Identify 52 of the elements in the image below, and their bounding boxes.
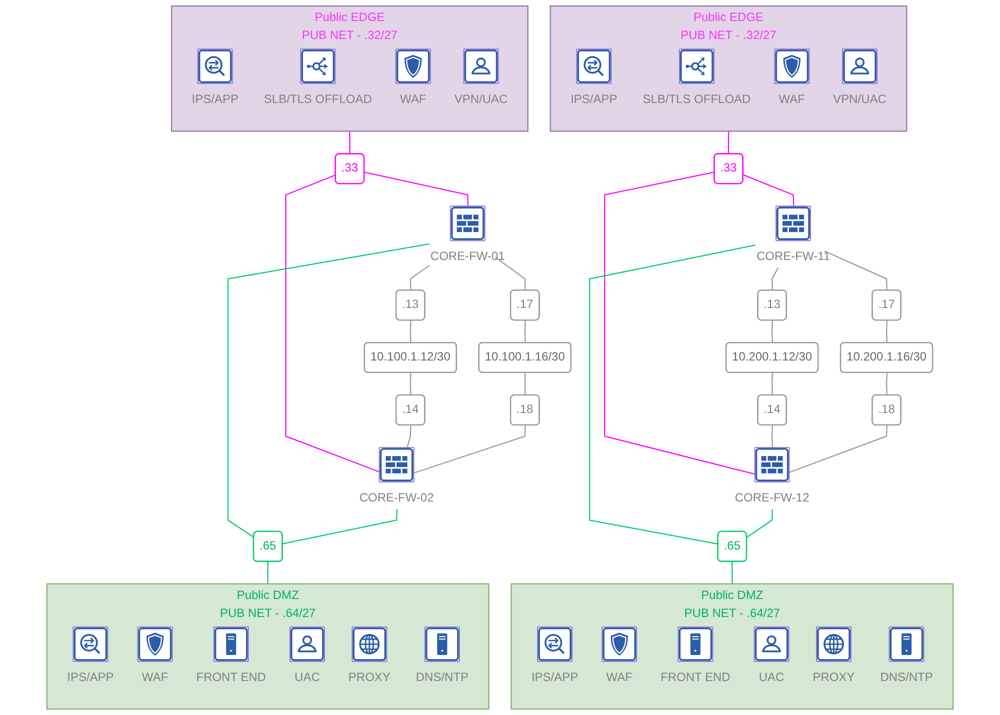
connector (524, 320, 526, 343)
connector (771, 372, 773, 396)
connector (364, 172, 469, 206)
node-label: UAC (758, 671, 784, 684)
connector (349, 131, 350, 154)
node-label: CORE-FW-02 (359, 492, 434, 504)
node-label: VPN/UAC (454, 93, 508, 106)
connector (771, 268, 779, 290)
connector (410, 265, 430, 290)
connector (604, 171, 756, 475)
connector (410, 320, 412, 343)
node-label: SLB/TLS OFFLOAD (642, 93, 751, 106)
node-label: PROXY (348, 671, 390, 684)
connector (406, 425, 412, 448)
node-label: DNS/NTP (416, 671, 469, 684)
node-label: WAF (606, 671, 632, 684)
connector (743, 174, 794, 206)
node-label: CORE-FW-12 (734, 492, 810, 504)
node-label: WAF (400, 93, 426, 106)
connector (789, 425, 888, 473)
node-label: CORE-FW-01 (430, 250, 505, 264)
connector (771, 425, 773, 448)
connector (886, 320, 888, 343)
node-label: WAF (778, 93, 806, 106)
connector (524, 372, 526, 396)
node-label: CORE-FW-11 (756, 250, 830, 264)
connector (728, 131, 730, 154)
node-label: FRONT END (660, 671, 730, 684)
connector (732, 561, 733, 584)
connector (589, 244, 756, 545)
node-label: FRONT END (196, 671, 266, 684)
node-label: IPS/APP (67, 671, 114, 684)
connector (746, 509, 773, 538)
connector (494, 256, 526, 290)
connector (267, 561, 268, 584)
node-label: WAF (142, 671, 168, 684)
node-label: PROXY (812, 671, 855, 684)
node-label: UAC (294, 671, 320, 684)
node-label: IPS/APP (192, 93, 238, 106)
connector (227, 243, 430, 538)
connector (771, 320, 773, 343)
connector (886, 372, 888, 396)
node-label: IPS/APP (531, 671, 578, 684)
connector (285, 174, 380, 473)
node-label: VPN/UAC (833, 93, 886, 106)
node-label: IPS/APP (570, 93, 618, 106)
connector (414, 425, 526, 474)
node-label: DNS/NTP (880, 671, 933, 684)
node-label: SLB/TLS OFFLOAD (264, 93, 372, 106)
connector (410, 372, 412, 396)
connector (282, 509, 398, 544)
connector (824, 250, 888, 290)
